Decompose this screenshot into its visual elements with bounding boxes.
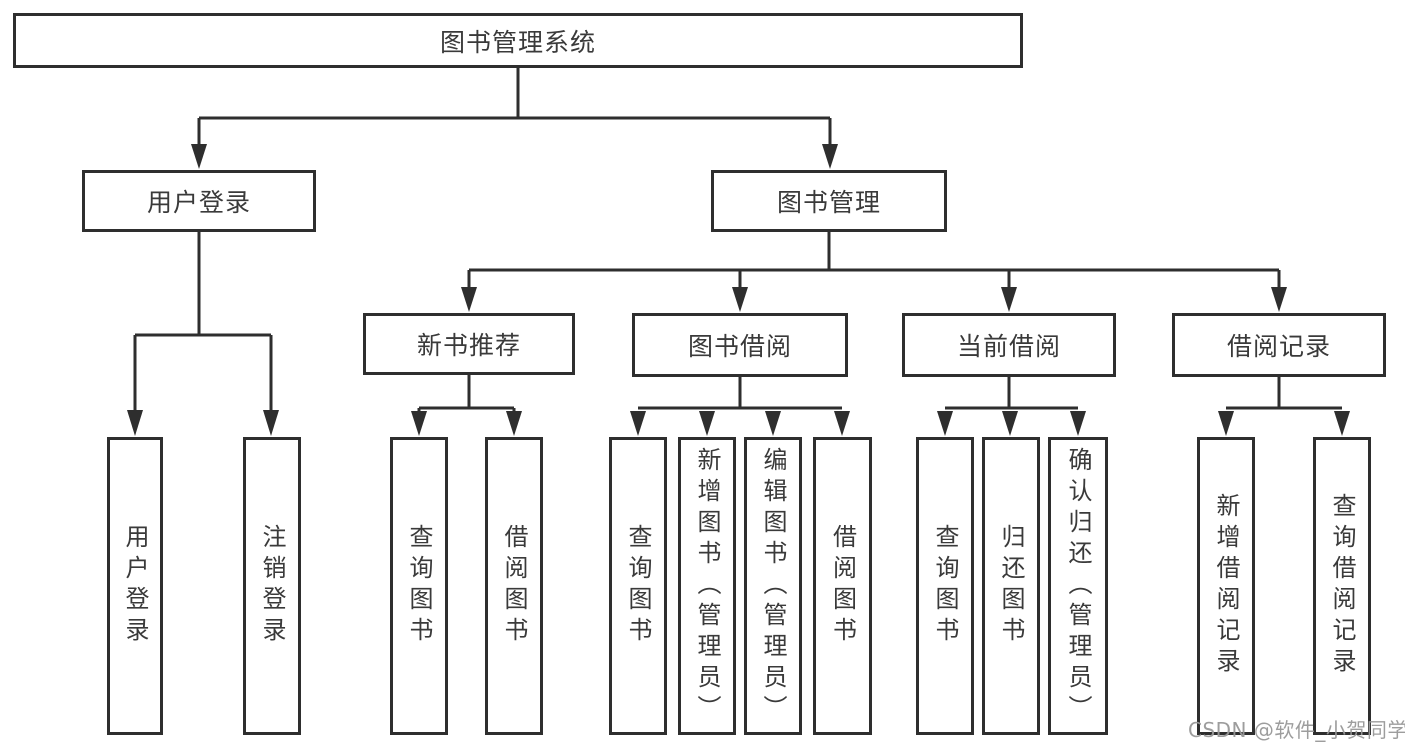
csdn-watermark: CSDN @软件_小贺同学 <box>1188 718 1405 742</box>
leaf-query-books-borrowing: 查询图书 <box>609 437 667 735</box>
node-book-management: 图书管理 <box>711 170 947 232</box>
node-current-borrowing: 当前借阅 <box>902 313 1116 377</box>
leaf-add-books-admin: 新增图书（管理员） <box>678 437 736 735</box>
node-library-system: 图书管理系统 <box>13 13 1023 68</box>
node-user-login: 用户登录 <box>82 170 316 232</box>
leaf-logout: 注销登录 <box>243 437 301 735</box>
leaf-query-borrow-record: 查询借阅记录 <box>1313 437 1371 735</box>
node-new-book-recommend: 新书推荐 <box>363 313 575 375</box>
leaf-user-login: 用户登录 <box>107 437 163 735</box>
leaf-borrow-books-recommend: 借阅图书 <box>485 437 543 735</box>
node-borrowing-records: 借阅记录 <box>1172 313 1386 377</box>
node-book-borrowing: 图书借阅 <box>632 313 848 377</box>
leaf-return-books: 归还图书 <box>982 437 1040 735</box>
leaf-borrow-books-borrowing: 借阅图书 <box>813 437 872 735</box>
leaf-confirm-return-admin: 确认归还（管理员） <box>1048 437 1108 735</box>
leaf-query-books-recommend: 查询图书 <box>390 437 448 735</box>
leaf-query-books-current: 查询图书 <box>916 437 974 735</box>
leaf-add-borrow-record: 新增借阅记录 <box>1197 437 1255 735</box>
leaf-edit-books-admin: 编辑图书（管理员） <box>744 437 802 735</box>
